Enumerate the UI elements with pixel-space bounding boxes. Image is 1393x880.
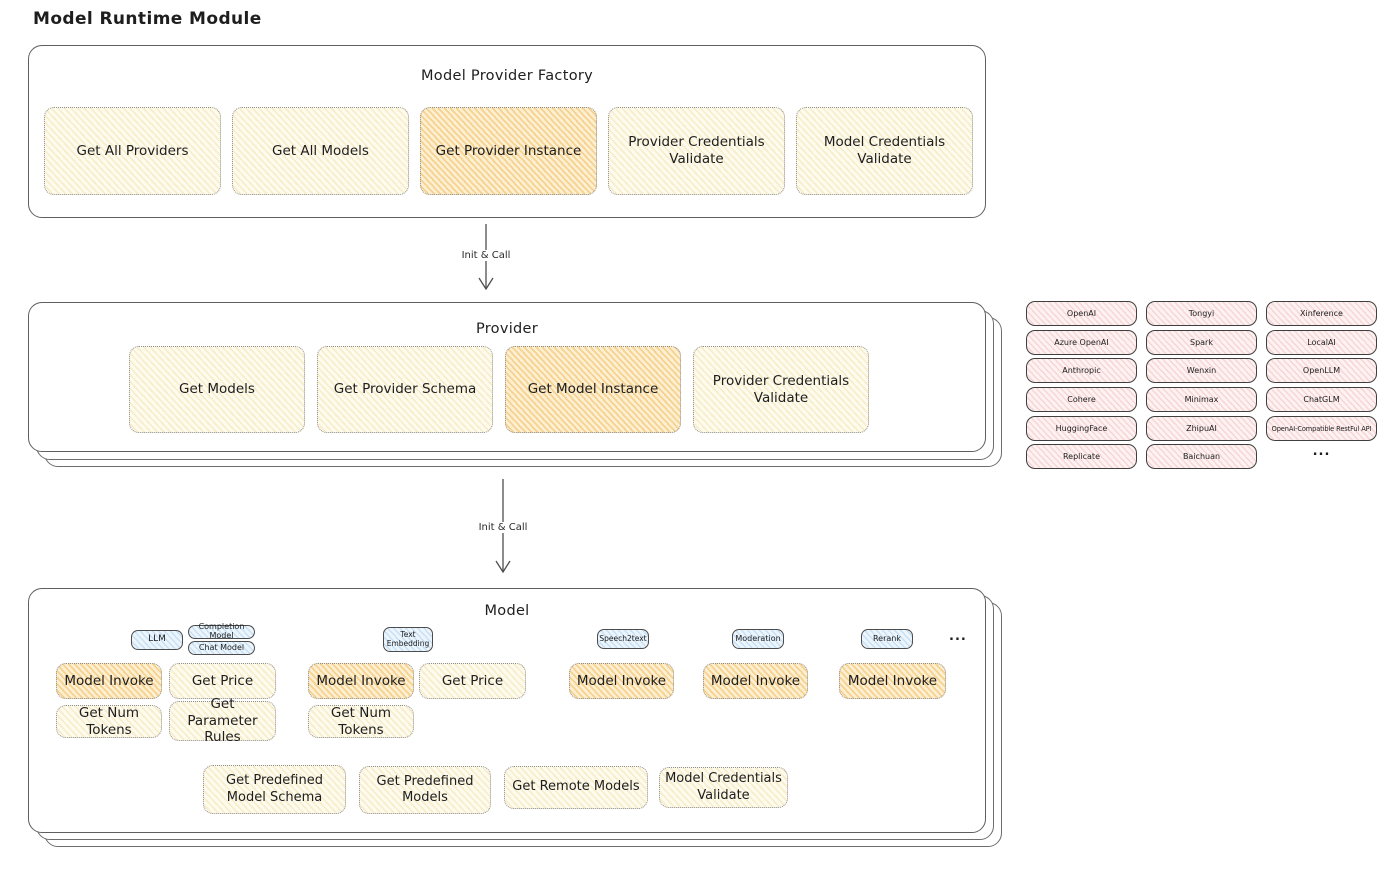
vendor-chip-chatglm: ChatGLM xyxy=(1266,387,1377,412)
provider-title: Provider xyxy=(475,321,539,337)
vendor-chip-baichuan: Baichuan xyxy=(1146,444,1257,469)
factory-container: Model Provider Factory Get All Providers… xyxy=(28,45,986,218)
flow-label-top: Init & Call xyxy=(446,250,526,261)
speech2text-model-invoke: Model Invoke xyxy=(569,663,674,699)
model-more-dots: ... xyxy=(949,629,967,644)
vendor-chip-cohere: Cohere xyxy=(1026,387,1137,412)
vendor-chip-openai-compatible: OpenAI-Compatible RestFul API xyxy=(1266,416,1377,441)
llm-get-num-tokens: Get Num Tokens xyxy=(56,705,162,738)
provider-container: Provider Get Models Get Provider Schema … xyxy=(28,302,986,452)
common-get-predefined-models: Get Predefined Models xyxy=(359,766,491,814)
vendor-chip-wenxin: Wenxin xyxy=(1146,358,1257,383)
page-title: Model Runtime Module xyxy=(33,9,262,29)
vendor-more-dots: ... xyxy=(1312,444,1331,459)
factory-item-get-all-providers: Get All Providers xyxy=(44,107,221,195)
vendor-chip-replicate: Replicate xyxy=(1026,444,1137,469)
factory-title: Model Provider Factory xyxy=(420,68,594,84)
embedding-get-num-tokens: Get Num Tokens xyxy=(308,705,414,738)
llm-model-invoke: Model Invoke xyxy=(56,663,162,699)
tab-moderation: Moderation xyxy=(732,629,784,649)
factory-item-provider-credentials-validate: Provider Credentials Validate xyxy=(608,107,785,195)
factory-item-get-provider-instance: Get Provider Instance xyxy=(420,107,597,195)
vendor-chip-azure-openai: Azure OpenAI xyxy=(1026,330,1137,355)
provider-item-provider-credentials-validate: Provider Credentials Validate xyxy=(693,346,869,433)
provider-item-get-provider-schema: Get Provider Schema xyxy=(317,346,493,433)
vendor-chip-xinference: Xinference xyxy=(1266,301,1377,326)
vendor-chip-huggingface: HuggingFace xyxy=(1026,416,1137,441)
vendor-chip-tongyi: Tongyi xyxy=(1146,301,1257,326)
rerank-model-invoke: Model Invoke xyxy=(839,663,946,699)
tab-speech2text: Speech2text xyxy=(597,629,649,649)
vendor-chip-spark: Spark xyxy=(1146,330,1257,355)
tab-text-embedding: Text Embedding xyxy=(383,627,433,652)
provider-item-get-model-instance: Get Model Instance xyxy=(505,346,681,433)
vendor-chip-openai: OpenAI xyxy=(1026,301,1137,326)
moderation-model-invoke: Model Invoke xyxy=(703,663,808,699)
model-container: Model LLM Completion Model Chat Model Te… xyxy=(28,588,986,833)
embedding-get-price: Get Price xyxy=(419,663,526,699)
vendor-chip-anthropic: Anthropic xyxy=(1026,358,1137,383)
common-get-predefined-model-schema: Get Predefined Model Schema xyxy=(203,765,346,814)
common-get-remote-models: Get Remote Models xyxy=(504,766,648,809)
embedding-model-invoke: Model Invoke xyxy=(308,663,414,699)
llm-get-price: Get Price xyxy=(169,663,276,699)
tab-llm: LLM xyxy=(131,630,183,650)
vendor-chip-zhipuai: ZhipuAI xyxy=(1146,416,1257,441)
factory-item-model-credentials-validate: Model Credentials Validate xyxy=(796,107,973,195)
factory-item-get-all-models: Get All Models xyxy=(232,107,409,195)
llm-get-parameter-rules: Get Parameter Rules xyxy=(169,696,276,745)
vendor-chip-openllm: OpenLLM xyxy=(1266,358,1377,383)
provider-item-get-models: Get Models xyxy=(129,346,305,433)
common-model-credentials-validate: Model Credentials Validate xyxy=(659,767,788,808)
vendor-chip-localai: LocalAI xyxy=(1266,330,1377,355)
tab-chat-model: Chat Model xyxy=(188,641,255,655)
flow-label-bottom: Init & Call xyxy=(463,522,543,533)
model-title: Model xyxy=(484,603,530,619)
vendor-chip-minimax: Minimax xyxy=(1146,387,1257,412)
tab-rerank: Rerank xyxy=(861,629,913,649)
tab-completion-model: Completion Model xyxy=(188,622,255,640)
